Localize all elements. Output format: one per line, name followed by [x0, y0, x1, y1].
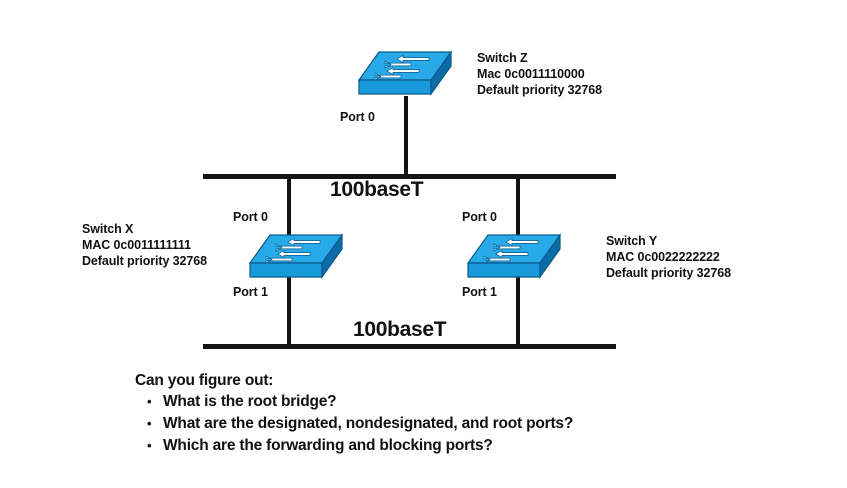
switch-y-mac: MAC 0c0022222222: [606, 250, 720, 264]
questions-heading: Can you figure out:: [135, 372, 274, 389]
switch-z-info-block: Switch Z Mac 0c0011110000 Default priori…: [477, 50, 602, 98]
switch-y-name: Switch Y: [606, 234, 658, 248]
link-switch-x-port0-to-top-segment: [287, 174, 291, 256]
questions-block: Can you figure out: What is the root bri…: [135, 370, 573, 457]
switch-x-icon: [248, 233, 344, 279]
switch-y-priority: Default priority 32768: [606, 266, 731, 280]
switch-z-icon: [357, 50, 453, 96]
link-switch-y-port0-to-top-segment: [516, 174, 520, 256]
switch-y-info-block: Switch Y MAC 0c0022222222 Default priori…: [606, 233, 731, 281]
question-item: Which are the forwarding and blocking po…: [135, 435, 573, 457]
link-switch-y-port1-to-bottom-segment: [516, 254, 520, 346]
link-switch-x-port1-to-bottom-segment: [287, 254, 291, 346]
switch-z-name: Switch Z: [477, 51, 528, 65]
question-item: What is the root bridge?: [135, 391, 573, 413]
switch-y-icon: [466, 233, 562, 279]
switch-x-port-0-label: Port 0: [233, 210, 268, 224]
switch-x-priority: Default priority 32768: [82, 254, 207, 268]
questions-list: What is the root bridge? What are the de…: [135, 391, 573, 457]
switch-x-port-1-label: Port 1: [233, 285, 268, 299]
ethernet-segment-top-line: [203, 174, 616, 179]
switch-z-port-0-label: Port 0: [340, 110, 375, 124]
segment-bottom-label: 100baseT: [353, 318, 447, 341]
question-item: What are the designated, nondesignated, …: [135, 413, 573, 435]
switch-x-name: Switch X: [82, 222, 134, 236]
switch-z-mac: Mac 0c0011110000: [477, 67, 585, 81]
ethernet-segment-bottom-line: [203, 344, 616, 349]
switch-x-info-block: Switch X MAC 0c0011111111 Default priori…: [82, 221, 207, 269]
switch-y-port-1-label: Port 1: [462, 285, 497, 299]
link-switch-z-port0-to-top-segment: [404, 96, 408, 176]
switch-x-mac: MAC 0c0011111111: [82, 238, 191, 252]
segment-top-label: 100baseT: [330, 178, 424, 201]
switch-y-port-0-label: Port 0: [462, 210, 497, 224]
switch-z-priority: Default priority 32768: [477, 83, 602, 97]
